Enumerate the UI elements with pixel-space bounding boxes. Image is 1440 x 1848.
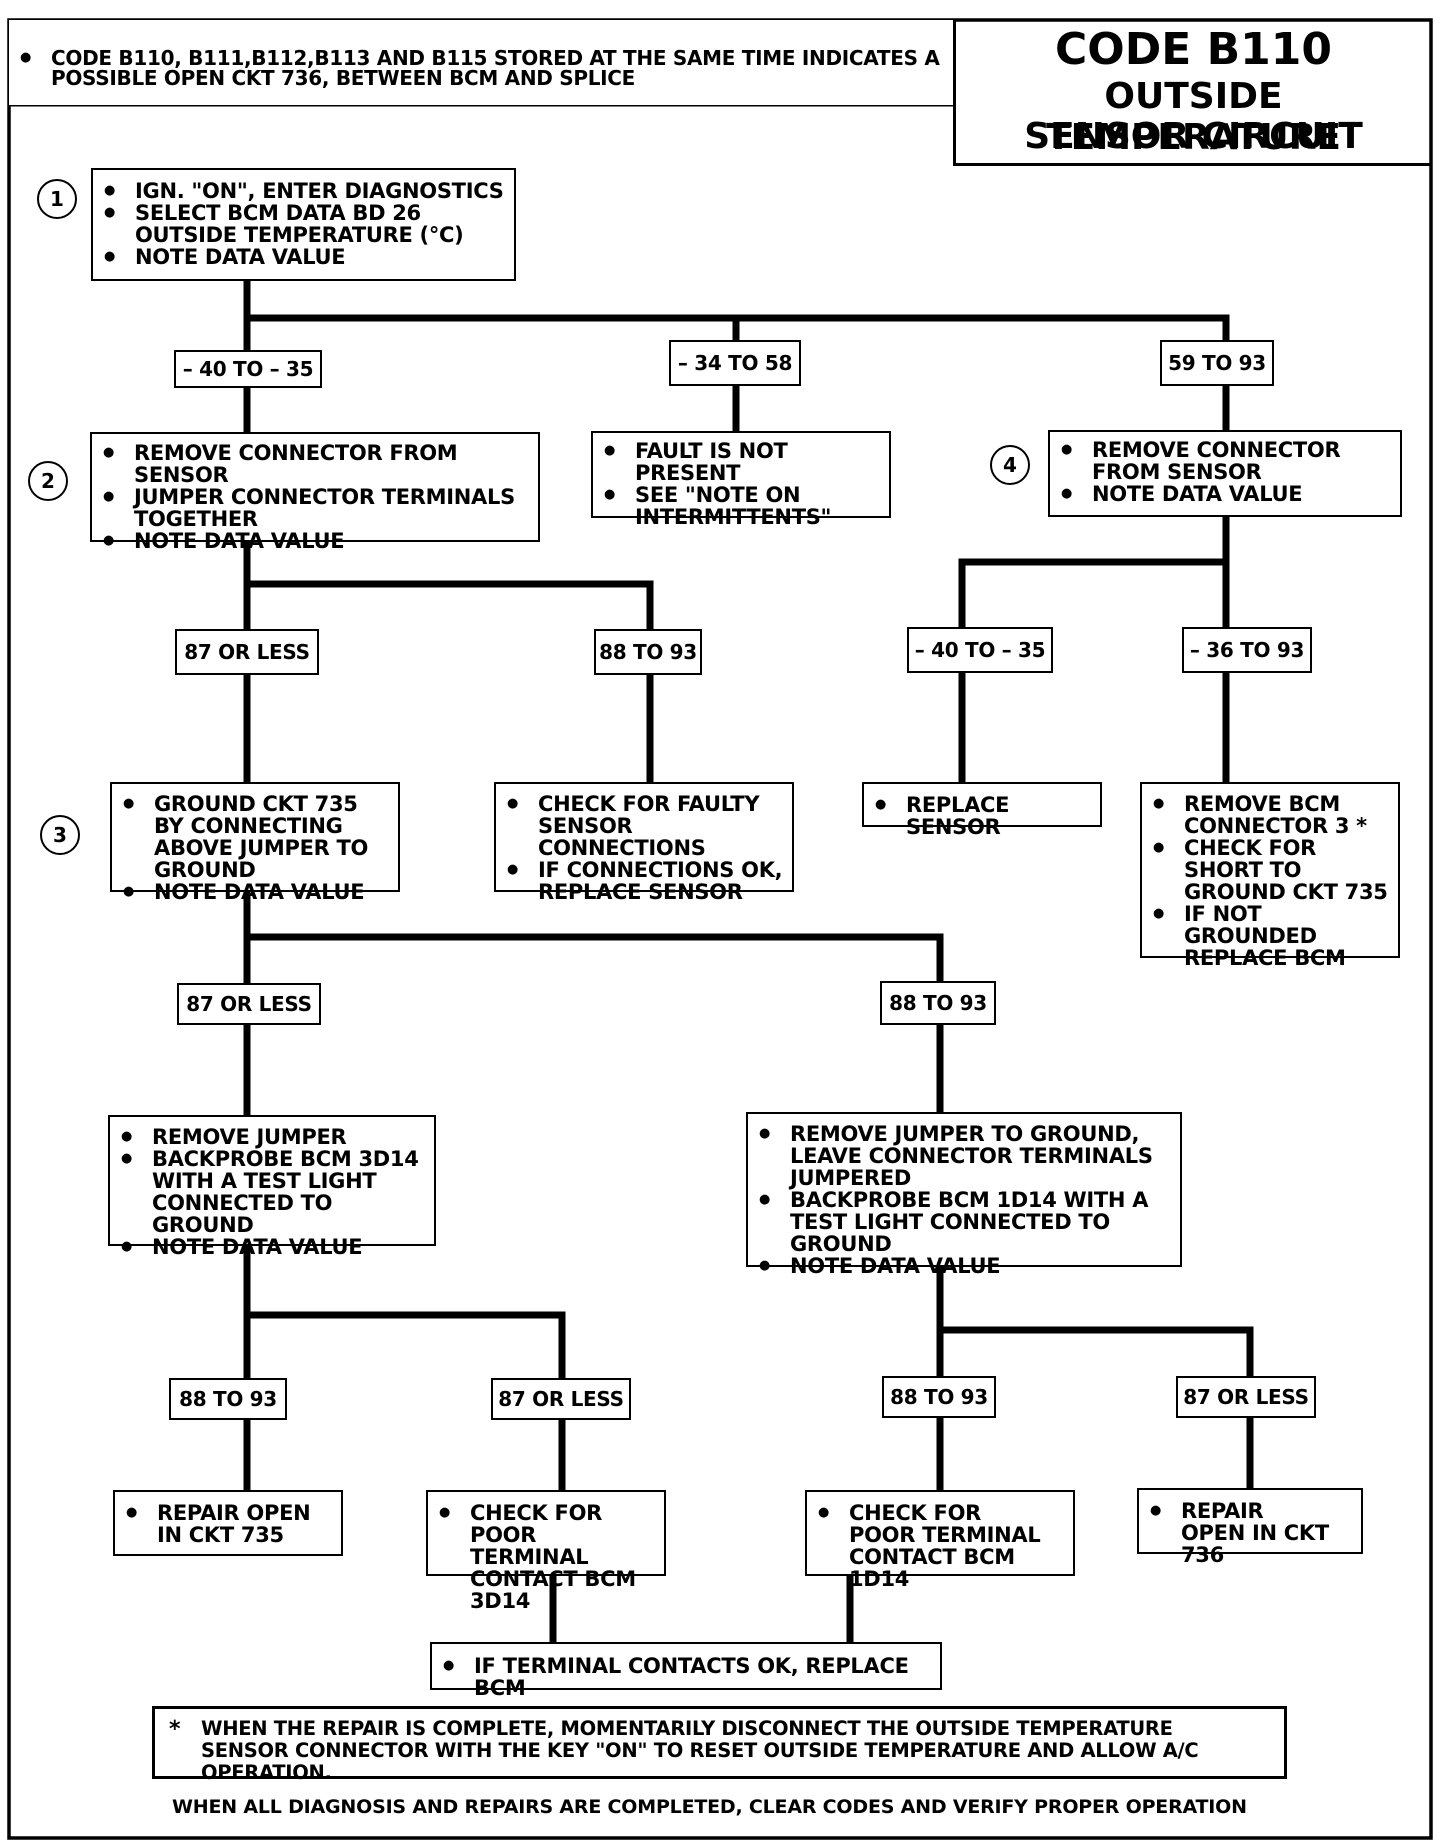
label-59-to-93: 59 TO 93	[1160, 340, 1274, 386]
footer-final-instruction: WHEN ALL DIAGNOSIS AND REPAIRS ARE COMPL…	[172, 1796, 1247, 1818]
box-remove-jumper-right: REMOVE JUMPER TO GROUND, LEAVE CONNECTOR…	[746, 1112, 1182, 1277]
box-step2-item: JUMPER CONNECTOR TERMINALS TOGETHER	[92, 486, 538, 530]
box-step1-item: SELECT BCM DATA BD 26 OUTSIDE TEMPERATUR…	[93, 202, 514, 246]
label-87-or-less-d: 87 OR LESS	[1176, 1376, 1316, 1418]
box-check-faulty-connections: CHECK FOR FAULTY SENSOR CONNECTIONS IF C…	[494, 782, 794, 903]
title-box: CODE B110 OUTSIDE TEMPERATURE SENSOR CIR…	[953, 20, 1431, 166]
label-87-or-less-b: 87 OR LESS	[177, 983, 321, 1025]
box-replace-sensor: REPLACE SENSOR	[862, 782, 1102, 838]
box-step2: REMOVE CONNECTOR FROM SENSOR JUMPER CONN…	[90, 432, 540, 552]
box-replace-item: REPLACE SENSOR	[864, 794, 1100, 838]
box-poor3-item: CHECK FOR POOR TERMINAL CONTACT BCM 3D14	[428, 1502, 664, 1612]
box-rj2-item: REMOVE JUMPER TO GROUND, LEAVE CONNECTOR…	[748, 1123, 1180, 1189]
label-87-or-less-c: 87 OR LESS	[491, 1378, 631, 1420]
box-replace-bcm-final: IF TERMINAL CONTACTS OK, REPLACE BCM	[430, 1642, 942, 1699]
box-fault-item: FAULT IS NOT PRESENT	[593, 440, 889, 484]
box-repair736-item: REPAIR OPEN IN CKT 736	[1139, 1500, 1361, 1566]
box-faulty-item: IF CONNECTIONS OK, REPLACE SENSOR	[496, 859, 792, 903]
label-minus40-to-minus35: – 40 TO – 35	[174, 350, 322, 388]
box-fault-item: SEE "NOTE ON INTERMITTENTS"	[593, 484, 889, 528]
label-88-to-93-c: 88 TO 93	[169, 1378, 287, 1420]
label-minus40-to-minus35-b: – 40 TO – 35	[907, 627, 1053, 673]
label-88-to-93-b: 88 TO 93	[880, 981, 996, 1025]
box-rj1-item: NOTE DATA VALUE	[110, 1236, 434, 1258]
label-87-or-less-a: 87 OR LESS	[175, 629, 319, 675]
label-minus34-to-58: – 34 TO 58	[669, 340, 801, 386]
box-bcm3-item: CHECK FOR SHORT TO GROUND CKT 735	[1142, 837, 1398, 903]
box-rj1-item: BACKPROBE BCM 3D14 WITH A TEST LIGHT CON…	[110, 1148, 434, 1236]
footer-note: WHEN THE REPAIR IS COMPLETE, MOMENTARILY…	[201, 1717, 1199, 1784]
box-step4: REMOVE CONNECTOR FROM SENSOR NOTE DATA V…	[1048, 430, 1402, 517]
box-rj2-item: BACKPROBE BCM 1D14 WITH A TEST LIGHT CON…	[748, 1189, 1180, 1255]
box-step4-item: NOTE DATA VALUE	[1050, 483, 1400, 505]
box-rj2-item: NOTE DATA VALUE	[748, 1255, 1180, 1277]
box-step3-item: NOTE DATA VALUE	[112, 881, 398, 903]
box-step1: IGN. "ON", ENTER DIAGNOSTICS SELECT BCM …	[91, 168, 516, 281]
footer-note-box: * WHEN THE REPAIR IS COMPLETE, MOMENTARI…	[152, 1706, 1287, 1784]
page-subtitle-1: OUTSIDE TEMPERATURE	[1046, 76, 1341, 158]
step-1-marker: 1	[37, 179, 77, 219]
step-4-marker: 4	[990, 445, 1030, 485]
box-final-item: IF TERMINAL CONTACTS OK, REPLACE BCM	[432, 1655, 940, 1699]
box-repair-ckt-735: REPAIR OPEN IN CKT 735	[113, 1490, 343, 1556]
step-3-marker: 3	[40, 815, 80, 855]
page-subtitle-2: SENSOR CIRCUIT	[1024, 116, 1363, 157]
label-88-to-93-d: 88 TO 93	[882, 1376, 996, 1418]
box-step1-item: IGN. "ON", ENTER DIAGNOSTICS	[93, 180, 514, 202]
box-step2-item: NOTE DATA VALUE	[92, 530, 538, 552]
box-poor1-item: CHECK FOR POOR TERMINAL CONTACT BCM 1D14	[807, 1502, 1073, 1590]
step-2-marker: 2	[28, 461, 68, 501]
box-step2-item: REMOVE CONNECTOR FROM SENSOR	[92, 442, 538, 486]
box-bcm3-item: REMOVE BCM CONNECTOR 3 *	[1142, 793, 1398, 837]
box-remove-jumper-left: REMOVE JUMPER BACKPROBE BCM 3D14 WITH A …	[108, 1115, 436, 1258]
header-note: CODE B110, B111,B112,B113 AND B115 STORE…	[9, 20, 953, 105]
label-88-to-93-a: 88 TO 93	[594, 629, 702, 675]
box-step3: GROUND CKT 735 BY CONNECTING ABOVE JUMPE…	[110, 782, 400, 903]
box-poor-contact-1d14: CHECK FOR POOR TERMINAL CONTACT BCM 1D14	[805, 1490, 1075, 1590]
box-rj1-item: REMOVE JUMPER	[110, 1126, 434, 1148]
box-fault-not-present: FAULT IS NOT PRESENT SEE "NOTE ON INTERM…	[591, 431, 891, 528]
page-title: CODE B110	[1055, 24, 1332, 75]
box-repair735-item: REPAIR OPEN IN CKT 735	[115, 1502, 341, 1546]
box-repair-ckt-736: REPAIR OPEN IN CKT 736	[1137, 1488, 1363, 1566]
box-remove-bcm-connector: REMOVE BCM CONNECTOR 3 * CHECK FOR SHORT…	[1140, 782, 1400, 969]
box-faulty-item: CHECK FOR FAULTY SENSOR CONNECTIONS	[496, 793, 792, 859]
box-step3-item: GROUND CKT 735 BY CONNECTING ABOVE JUMPE…	[112, 793, 398, 881]
box-poor-contact-3d14: CHECK FOR POOR TERMINAL CONTACT BCM 3D14	[426, 1490, 666, 1612]
box-bcm3-item: IF NOT GROUNDED REPLACE BCM	[1142, 903, 1398, 969]
footer-asterisk: *	[169, 1717, 181, 1742]
box-step4-item: REMOVE CONNECTOR FROM SENSOR	[1050, 439, 1400, 483]
label-minus36-to-93: – 36 TO 93	[1182, 627, 1312, 673]
box-step1-item: NOTE DATA VALUE	[93, 246, 514, 268]
